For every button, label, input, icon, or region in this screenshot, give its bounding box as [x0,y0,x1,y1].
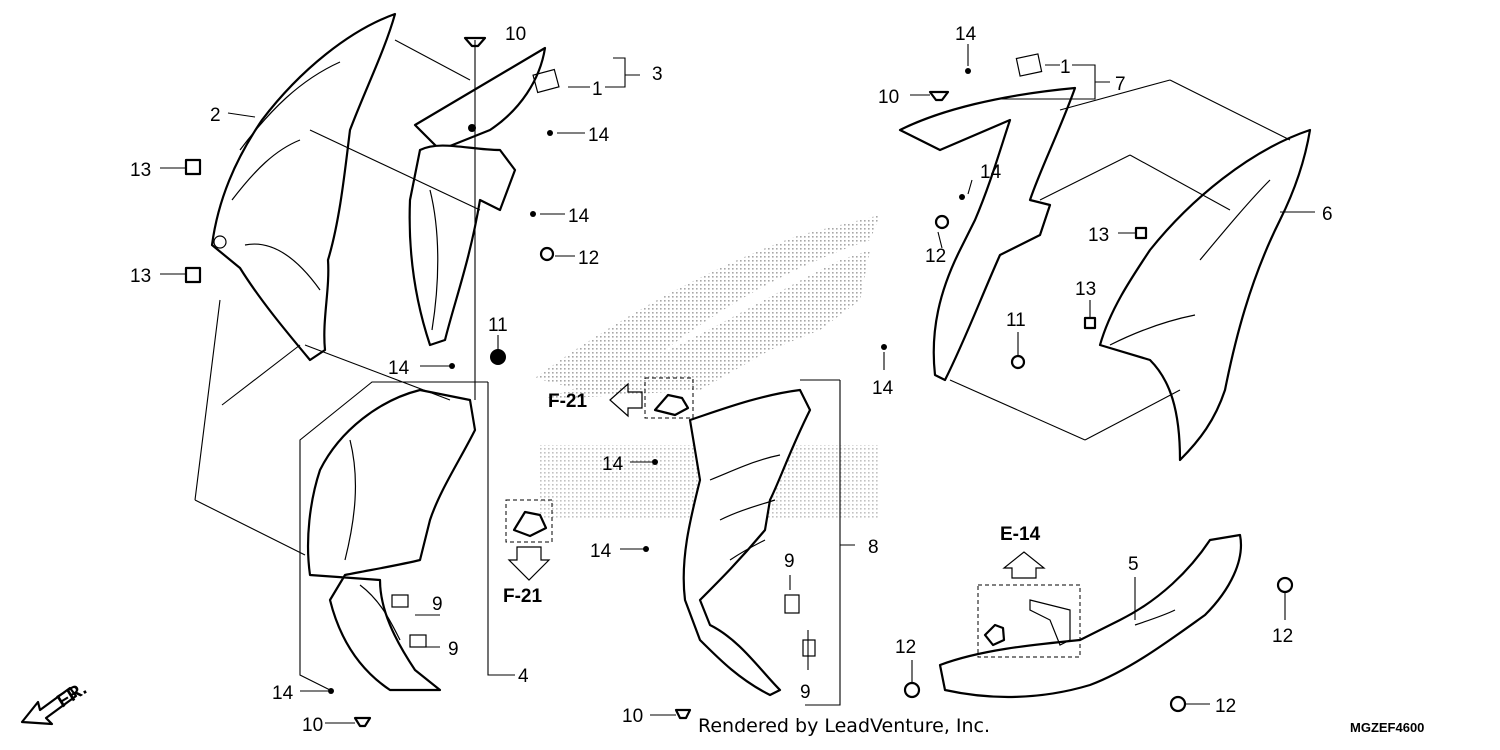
callout-12[interactable]: 12 [1215,696,1236,717]
callout-14[interactable]: 14 [590,541,612,562]
callout-14[interactable]: 14 [388,358,410,379]
callout-12[interactable]: 12 [578,248,599,269]
f21-left-reference: F-21 [548,377,694,419]
callout-9[interactable]: 9 [432,594,443,615]
part-6-side-cowl [1098,128,1312,462]
callout-14[interactable]: 14 [568,206,590,227]
callout-11[interactable]: 11 [488,315,508,336]
part-7-right-panel [898,53,1077,382]
callout-2[interactable]: 2 [210,105,221,126]
callout-1[interactable]: 1 [1060,57,1071,78]
part-8-center-cowl [682,388,816,697]
diagram-code: MGZEF4600 [1350,720,1424,735]
callout-9[interactable]: 9 [800,682,811,703]
callout-9[interactable]: 9 [784,551,795,572]
callout-10[interactable]: 10 [505,24,526,45]
callout-10[interactable]: 10 [622,706,643,727]
callout-numbers: 10 3 1 2 14 13 14 12 13 11 14 14 14 8 9 … [130,24,1333,736]
render-credit: Rendered by LeadVenture, Inc. [698,715,990,737]
callout-10[interactable]: 10 [302,715,323,736]
f21-bottom-reference: F-21 [503,499,553,607]
callout-13[interactable]: 13 [130,266,151,287]
callout-6[interactable]: 6 [1322,204,1333,225]
ref-f21-bottom[interactable]: F-21 [503,586,543,607]
callout-1[interactable]: 1 [592,79,603,100]
callout-14[interactable]: 14 [588,125,610,146]
callout-10[interactable]: 10 [878,87,899,108]
callout-9[interactable]: 9 [448,639,459,660]
ref-e14[interactable]: E-14 [1000,524,1041,545]
callout-14[interactable]: 14 [272,683,294,704]
callout-12[interactable]: 12 [925,246,946,267]
callout-13[interactable]: 13 [1075,279,1096,300]
callout-3[interactable]: 3 [652,64,663,85]
callout-8[interactable]: 8 [868,537,879,558]
front-direction-indicator: FR. [20,678,91,726]
ref-f21-left[interactable]: F-21 [548,391,588,412]
callout-14[interactable]: 14 [602,454,624,475]
part-4-lower-cowl [306,388,477,692]
part-2-upper-cowl [210,12,397,362]
part-5-under-cover [938,533,1243,699]
callout-14[interactable]: 14 [980,162,1002,183]
callout-7[interactable]: 7 [1115,74,1126,95]
callout-5[interactable]: 5 [1128,554,1139,575]
callout-4[interactable]: 4 [518,666,529,687]
callout-14[interactable]: 14 [872,378,894,399]
callout-13[interactable]: 13 [130,160,151,181]
callout-11[interactable]: 11 [1006,310,1026,331]
callout-14[interactable]: 14 [955,24,977,45]
callout-12[interactable]: 12 [895,637,916,658]
fasteners [184,36,1294,728]
callout-13[interactable]: 13 [1088,225,1109,246]
callout-12[interactable]: 12 [1272,626,1293,647]
leader-lines [160,39,1315,724]
part-3-inner-panel [408,46,560,347]
e14-reference: E-14 [977,524,1081,658]
